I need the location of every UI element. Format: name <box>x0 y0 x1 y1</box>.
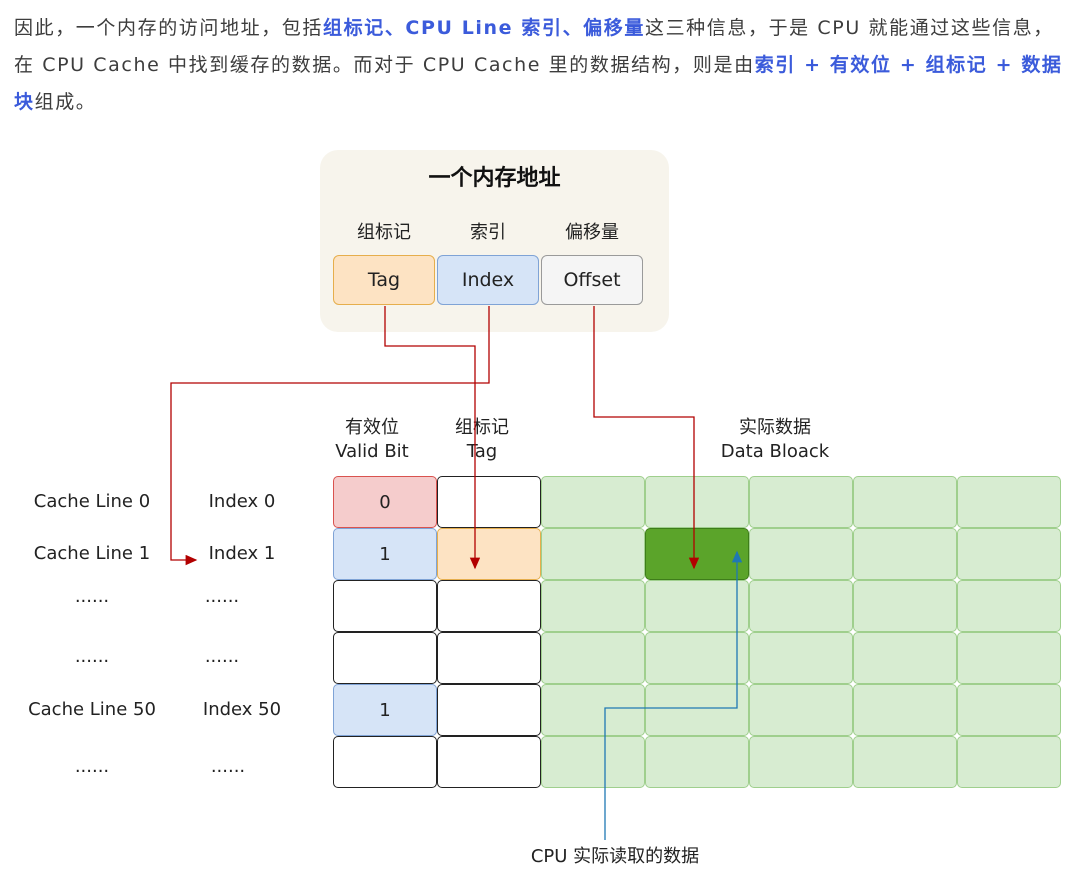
row-label-line: ...... <box>74 586 110 607</box>
data-cell <box>853 476 957 528</box>
paragraph-highlight-2: 索引 + 有效位 + 组标记 + 数据块 <box>14 54 1063 113</box>
data-cell <box>541 632 645 684</box>
data-cell <box>853 632 957 684</box>
field-label-tag: 组标记 <box>357 222 411 243</box>
valid-bit-header-cn: 有效位 <box>345 417 399 438</box>
valid-bit-cell: 1 <box>333 684 437 736</box>
data-cell <box>645 736 749 788</box>
data-cell <box>957 684 1061 736</box>
row-label-line: Cache Line 50 <box>28 699 156 720</box>
offset-arrow <box>593 306 700 570</box>
data-cell <box>645 632 749 684</box>
data-cell <box>645 684 749 736</box>
data-cell <box>541 736 645 788</box>
memory-address-title: 一个内存地址 <box>428 166 561 191</box>
valid-bit-cell: 0 <box>333 476 437 528</box>
data-cell <box>957 476 1061 528</box>
data-cell <box>957 736 1061 788</box>
paragraph-text-3: 组成。 <box>34 91 97 113</box>
data-cell <box>957 528 1061 580</box>
field-label-index: 索引 <box>470 222 506 243</box>
data-cell <box>541 476 645 528</box>
valid-bit-cell: 1 <box>333 528 437 580</box>
data-block-header-en: Data Bloack <box>720 441 830 462</box>
data-cell <box>645 476 749 528</box>
paragraph-text-2: 这三种信息，于是 CPU 就能通过这些信息，在 CPU Cache 中找到缓存的… <box>14 17 1054 76</box>
valid-bit-cell <box>333 736 437 788</box>
row-label-index: ...... <box>204 586 240 607</box>
row-label-index: ...... <box>204 646 240 667</box>
data-cell <box>645 580 749 632</box>
tag-cell <box>437 580 541 632</box>
valid-bit-cell <box>333 580 437 632</box>
data-cell <box>853 684 957 736</box>
selected-data-cell <box>645 528 749 580</box>
valid-bit-header-en: Valid Bit <box>335 441 409 462</box>
field-label-offset: 偏移量 <box>565 222 619 243</box>
data-cell <box>749 684 853 736</box>
row-label-index: Index 1 <box>208 543 276 564</box>
data-cell <box>749 528 853 580</box>
row-label-line: ...... <box>74 646 110 667</box>
data-cell <box>749 632 853 684</box>
data-cell <box>749 476 853 528</box>
tag-header-cn: 组标记 <box>455 417 509 438</box>
intro-paragraph: 因此，一个内存的访问地址，包括组标记、CPU Line 索引、偏移量这三种信息，… <box>14 10 1064 121</box>
tag-cell <box>437 528 541 580</box>
valid-bit-header: 有效位 Valid Bit <box>322 416 422 464</box>
tag-cell <box>437 476 541 528</box>
data-cell <box>853 528 957 580</box>
tag-field: Tag <box>333 255 435 305</box>
paragraph-highlight-1: 组标记、CPU Line 索引、偏移量 <box>323 17 645 39</box>
cpu-read-arrow <box>604 550 743 840</box>
data-cell <box>957 632 1061 684</box>
row-label-line: Cache Line 1 <box>33 543 151 564</box>
data-cell <box>749 736 853 788</box>
cpu-read-caption: CPU 实际读取的数据 <box>530 846 700 867</box>
row-label-line: Cache Line 0 <box>33 491 151 512</box>
valid-bit-cell <box>333 632 437 684</box>
data-block-header: 实际数据 Data Bloack <box>700 416 850 464</box>
data-cell <box>541 684 645 736</box>
index-field: Index <box>437 255 539 305</box>
data-cell <box>749 580 853 632</box>
tag-cell <box>437 736 541 788</box>
row-label-index: Index 50 <box>202 699 282 720</box>
paragraph-text-1: 因此，一个内存的访问地址，包括 <box>14 17 324 39</box>
row-label-index: Index 0 <box>208 491 276 512</box>
data-cell <box>957 580 1061 632</box>
tag-cell <box>437 684 541 736</box>
data-block-header-cn: 实际数据 <box>739 417 811 438</box>
row-label-index: ...... <box>210 756 246 777</box>
tag-cell <box>437 632 541 684</box>
data-cell <box>541 580 645 632</box>
offset-field: Offset <box>541 255 643 305</box>
tag-arrow <box>384 306 481 570</box>
data-cell <box>541 528 645 580</box>
index-arrow <box>170 306 490 566</box>
row-label-line: ...... <box>74 756 110 777</box>
data-cell <box>853 580 957 632</box>
data-cell <box>853 736 957 788</box>
